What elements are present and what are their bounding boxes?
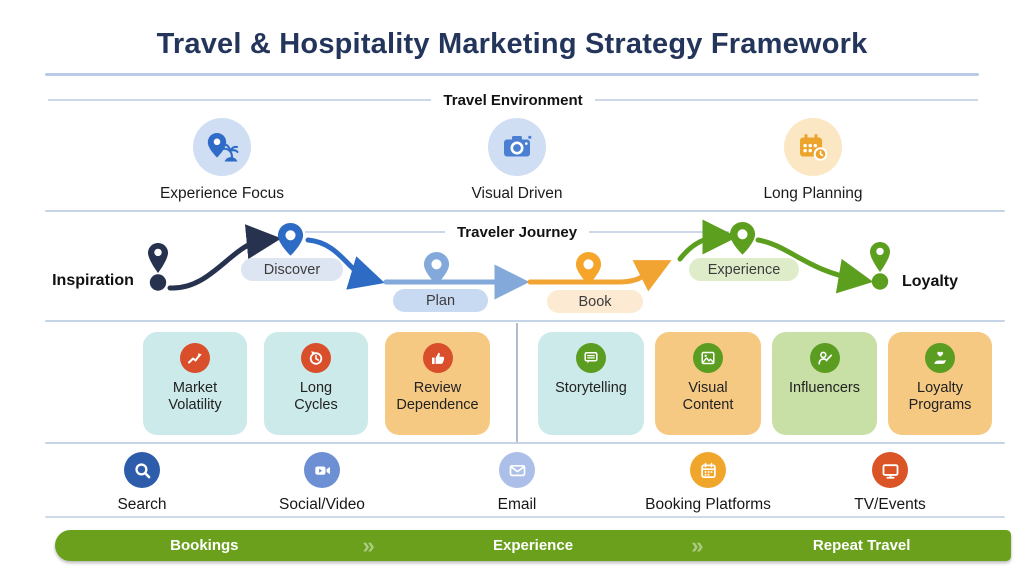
- journey-stop-experience: Experience: [689, 258, 799, 281]
- hand-heart-icon: [925, 343, 955, 373]
- book-pin-icon: [574, 251, 603, 286]
- channel-social-video: Social/Video: [237, 452, 407, 514]
- channel-label: Search: [117, 496, 167, 513]
- card-groups-divider: [516, 323, 518, 443]
- environment-item-label: Visual Driven: [471, 185, 563, 202]
- card-label: Market Volatility: [168, 380, 222, 413]
- journey-path: [167, 219, 874, 300]
- tv-icon: [872, 452, 908, 488]
- plan-pin-icon: [422, 251, 451, 286]
- card-long-cycles: Long Cycles: [264, 332, 368, 435]
- channel-label: Booking Platforms: [645, 496, 771, 513]
- channel-booking-platforms: Booking Platforms: [623, 452, 793, 514]
- section-divider: [45, 516, 1005, 518]
- card-market-volatility: Market Volatility: [143, 332, 247, 435]
- channel-email: Email: [432, 452, 602, 514]
- calendar-clock-icon: [784, 118, 842, 176]
- card-loyalty-programs: Loyalty Programs: [888, 332, 992, 435]
- funnel-stage-experience: Experience: [492, 537, 574, 554]
- clock-cycle-icon: [301, 343, 331, 373]
- section-divider: [45, 320, 1005, 322]
- pin-palm-icon: [193, 118, 251, 176]
- video-icon: [304, 452, 340, 488]
- card-label: Review Dependence: [396, 380, 479, 413]
- header-line-left: [48, 99, 432, 101]
- channel-search: Search: [57, 452, 227, 514]
- channel-label: Social/Video: [279, 496, 365, 513]
- thumbs-up-icon: [422, 343, 453, 373]
- card-label: Influencers: [789, 380, 860, 396]
- card-label: Storytelling: [555, 380, 627, 396]
- environment-item-label: Long Planning: [763, 185, 863, 202]
- experience-pin-icon: [728, 221, 757, 256]
- camera-icon: [488, 118, 546, 176]
- discover-pin-icon: [276, 222, 305, 257]
- chevron-right-icon: »: [362, 532, 375, 558]
- loyalty-marker-icon: [869, 242, 891, 290]
- journey-stop-book: Book: [547, 290, 643, 313]
- environment-item-label: Experience Focus: [159, 185, 285, 202]
- environment-header-label: Travel Environment: [443, 91, 583, 109]
- environment-header: Travel Environment: [48, 91, 978, 109]
- chevron-right-icon: »: [691, 532, 704, 558]
- journey-stop-plan: Plan: [393, 289, 488, 312]
- section-divider: [45, 210, 1005, 212]
- journey-header-label: Traveler Journey: [456, 223, 578, 241]
- card-review-dependence: Review Dependence: [385, 332, 490, 435]
- header-line-right: [594, 99, 978, 101]
- header-line-left: [305, 231, 445, 233]
- page-title: Travel & Hospitality Marketing Strategy …: [156, 28, 868, 60]
- card-label: Loyalty Programs: [908, 380, 972, 413]
- card-label: Long Cycles: [294, 380, 338, 413]
- title-divider: [45, 73, 979, 76]
- channel-label: TV/Events: [854, 496, 926, 513]
- header-line-right: [589, 231, 730, 233]
- channel-label: Email: [497, 496, 537, 513]
- card-storytelling: Storytelling: [538, 332, 644, 435]
- card-visual-content: Visual Content: [655, 332, 761, 435]
- growth-chart-icon: [180, 343, 210, 373]
- envelope-icon: [499, 452, 535, 488]
- storytelling-icon: [576, 343, 606, 373]
- journey-stop-discover: Discover: [241, 258, 343, 281]
- inspiration-marker-icon: [147, 243, 169, 291]
- person-edit-icon: [809, 343, 840, 373]
- calendar-icon: [690, 452, 726, 488]
- section-divider: [45, 442, 1005, 444]
- search-icon: [124, 452, 160, 488]
- card-label: Visual Content: [682, 380, 734, 413]
- journey-header: Traveler Journey: [305, 223, 730, 241]
- channel-tv-events: TV/Events: [805, 452, 975, 514]
- environment-item-experience-focus: Experience Focus: [137, 118, 307, 203]
- environment-item-visual-driven: Visual Driven: [432, 118, 602, 203]
- journey-end-label: Loyalty: [902, 273, 959, 290]
- environment-item-long-planning: Long Planning: [728, 118, 898, 203]
- journey-start-label: Inspiration: [52, 272, 134, 289]
- funnel-stage-repeat-travel: Repeat Travel: [812, 537, 911, 554]
- funnel-bar: Bookings » Experience » Repeat Travel: [55, 530, 1011, 561]
- funnel-stage-bookings: Bookings: [170, 537, 239, 554]
- card-influencers: Influencers: [772, 332, 877, 435]
- image-icon: [693, 343, 723, 373]
